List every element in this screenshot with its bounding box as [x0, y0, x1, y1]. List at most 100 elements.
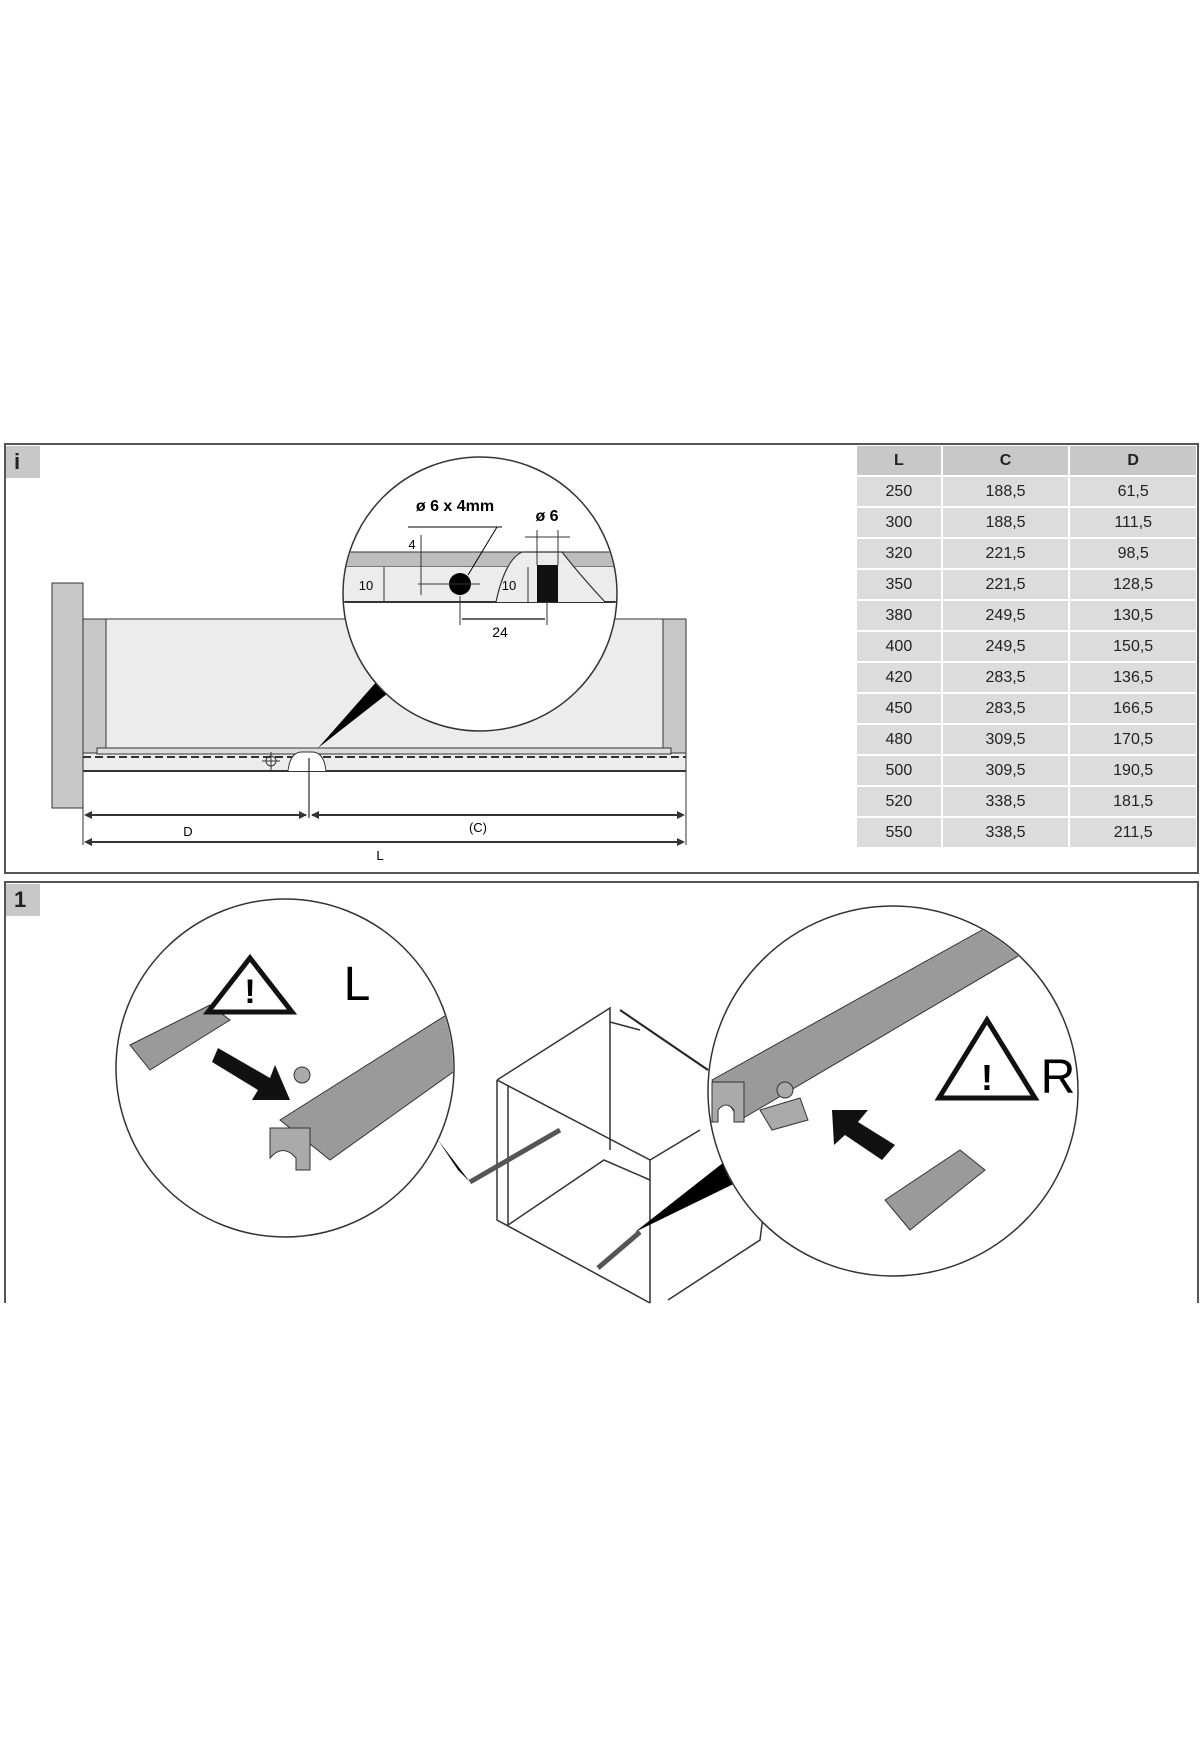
table-header-row: L C D — [857, 446, 1196, 475]
cell-l: 480 — [857, 725, 941, 754]
locking-device-left — [129, 1004, 231, 1071]
cabinet-edge — [496, 1006, 641, 1081]
warning-triangle-icon — [934, 1015, 1040, 1101]
left-runner-closeup — [279, 999, 453, 1161]
cell-c: 338,5 — [942, 818, 1069, 847]
cell-l: 350 — [857, 570, 941, 599]
right-pointer — [635, 1148, 752, 1232]
left-runner — [468, 1127, 562, 1185]
cell-d: 136,5 — [1070, 663, 1196, 692]
cell-d: 170,5 — [1070, 725, 1196, 754]
dim-4-label: 4 — [408, 537, 415, 552]
cell-l: 420 — [857, 663, 941, 692]
cell-d: 128,5 — [1070, 570, 1196, 599]
cell-d: 190,5 — [1070, 756, 1196, 785]
cell-c: 309,5 — [942, 725, 1069, 754]
cabinet-side-panel — [51, 582, 84, 809]
cell-c: 309,5 — [942, 756, 1069, 785]
header-c: C — [942, 446, 1069, 475]
cabinet-edge — [496, 1080, 651, 1304]
drawer-back-panel — [82, 618, 107, 754]
warning-mark: ! — [981, 1057, 993, 1098]
arrow-icon — [212, 1048, 290, 1100]
runner-pin — [293, 1066, 311, 1084]
dim-24-label: 24 — [492, 624, 508, 640]
cell-c: 249,5 — [942, 632, 1069, 661]
left-runner-magnifier: ! L — [115, 898, 455, 1238]
cell-d: 181,5 — [1070, 787, 1196, 816]
step1-section-label: 1 — [6, 884, 40, 916]
step1-section-frame — [4, 881, 1199, 1303]
cabinet-top-rail — [619, 1009, 709, 1071]
cell-c: 249,5 — [942, 601, 1069, 630]
cell-d: 166,5 — [1070, 694, 1196, 723]
dimension-d-label: D — [183, 824, 192, 839]
cell-l: 520 — [857, 787, 941, 816]
pin-label: ø 6 — [535, 508, 558, 525]
magnifier-pointer — [318, 680, 392, 748]
header-l: L — [857, 446, 941, 475]
arrow-icon — [832, 1110, 895, 1160]
cell-l: 320 — [857, 539, 941, 568]
cabinet-illustration — [468, 1006, 766, 1304]
right-magnifier-circle — [707, 905, 1079, 1277]
left-side-letter: L — [344, 958, 371, 1011]
cell-d: 61,5 — [1070, 477, 1196, 506]
cell-c: 338,5 — [942, 787, 1069, 816]
runner-pin — [776, 1081, 794, 1099]
cabinet-edge — [496, 1079, 651, 1303]
hole-label: ø 6 x 4mm — [416, 498, 494, 515]
cell-c: 221,5 — [942, 539, 1069, 568]
cell-l: 300 — [857, 508, 941, 537]
hole-label-leader — [467, 526, 498, 576]
cell-d: 211,5 — [1070, 818, 1196, 847]
dim-10-right-label: 10 — [502, 578, 516, 593]
warning-triangle-icon — [202, 953, 298, 1015]
runner-end-profile — [269, 1127, 311, 1171]
cell-l: 500 — [857, 756, 941, 785]
pin-slot — [537, 565, 558, 602]
cell-c: 283,5 — [942, 694, 1069, 723]
locking-device-right — [884, 1149, 986, 1231]
locking-device-notch — [287, 751, 327, 772]
cabinet-edge — [649, 1129, 701, 1161]
info-section-label: i — [6, 446, 40, 478]
runner-rail — [279, 999, 453, 1161]
cell-l: 400 — [857, 632, 941, 661]
cell-c: 221,5 — [942, 570, 1069, 599]
cell-l: 250 — [857, 477, 941, 506]
dim-10-left-label: 10 — [359, 578, 373, 593]
drawer-bottom — [96, 747, 672, 755]
cell-d: 111,5 — [1070, 508, 1196, 537]
runner-bracket — [759, 1097, 809, 1131]
right-side-letter: R — [1041, 1051, 1076, 1104]
right-runner — [596, 1230, 642, 1270]
info-section-frame — [4, 443, 1199, 874]
left-magnifier-circle — [115, 898, 455, 1238]
cell-d: 98,5 — [1070, 539, 1196, 568]
cell-l: 380 — [857, 601, 941, 630]
cell-c: 188,5 — [942, 508, 1069, 537]
dimension-l-label: L — [376, 848, 383, 863]
dimension-c-label: (C) — [469, 820, 487, 835]
header-d: D — [1070, 446, 1196, 475]
warning-mark: ! — [244, 973, 255, 1011]
cell-c: 283,5 — [942, 663, 1069, 692]
cell-c: 188,5 — [942, 477, 1069, 506]
dimension-arrowheads — [84, 811, 685, 846]
detail-magnifier: ø 6 x 4mm ø 6 4 10 10 24 — [342, 456, 618, 732]
cell-l: 450 — [857, 694, 941, 723]
right-runner-magnifier: ! R — [707, 905, 1079, 1277]
